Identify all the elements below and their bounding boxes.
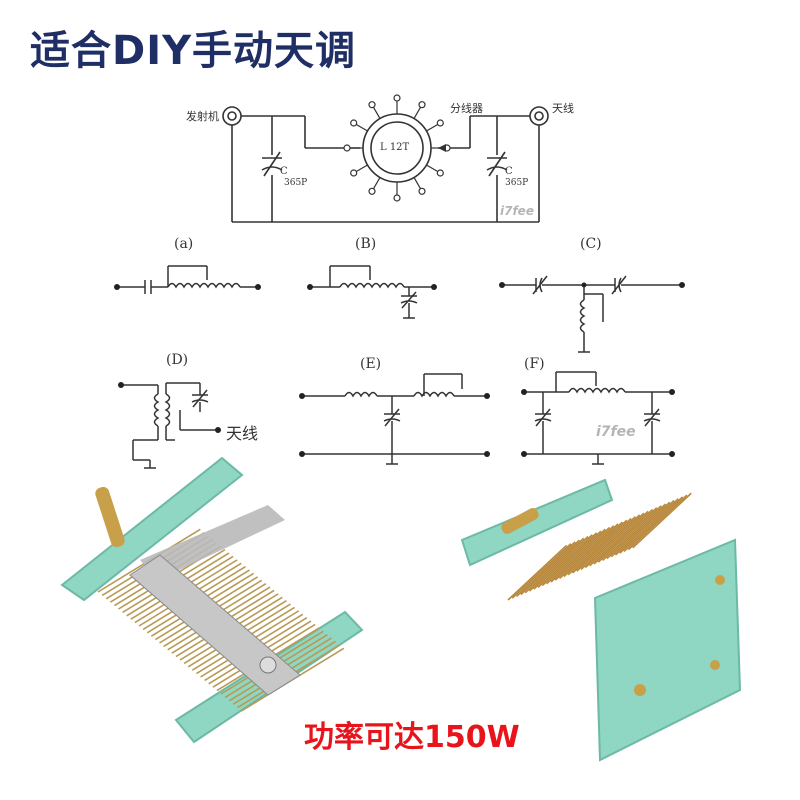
capacitor-plate — [507, 544, 568, 601]
splitter-label: 分线器 — [450, 102, 483, 115]
capacitor-plate — [537, 532, 598, 588]
cap-left-value: 365P — [284, 178, 308, 188]
variant-e-label: (E) — [360, 356, 382, 372]
capacitor-plate — [627, 494, 688, 551]
variant-f-label: (F) — [524, 356, 545, 372]
cap-left-label: C — [280, 166, 288, 177]
capacitor-plate — [576, 516, 636, 572]
capacitor-plate — [541, 530, 602, 587]
capacitor-plate — [533, 534, 593, 590]
transmitter-label: 发射机 — [186, 110, 219, 123]
variant-d-antenna-label: 天线 — [226, 424, 259, 443]
rotary-tap-contact — [418, 187, 426, 195]
coil-label: L 12T — [380, 142, 410, 153]
capacitor-plate — [584, 512, 645, 569]
rotary-tap-contact — [368, 101, 376, 109]
capacitor-plate — [563, 521, 623, 578]
capacitor-plate — [610, 501, 671, 558]
capacitor-right — [460, 478, 742, 762]
capacitor-plate — [589, 510, 649, 567]
rotary-tap-contact — [436, 119, 444, 127]
capacitor-plate — [593, 508, 654, 565]
capacitor-plate — [546, 528, 606, 585]
rotary-tap-contact — [393, 94, 401, 102]
capacitor-plate — [632, 492, 692, 549]
capacitor-plate — [528, 535, 589, 592]
capacitor-plate — [623, 496, 684, 552]
capacitor-plate — [524, 537, 585, 594]
watermark-bottom: i7fee — [596, 424, 636, 440]
power-rating: 功率可达150W — [304, 720, 520, 755]
rotary-tap-contact — [436, 169, 444, 177]
cap-right-value: 365P — [505, 178, 529, 188]
capacitor-plate — [571, 517, 632, 574]
watermark-top: i7fee — [500, 204, 534, 218]
antenna-label: 天线 — [552, 102, 574, 115]
rotary-tap-contact — [368, 187, 376, 195]
capacitor-plate — [516, 541, 576, 597]
capacitor-plate — [606, 503, 666, 560]
capacitor-plate — [520, 539, 580, 596]
headline: 适合DIY手动天调 — [30, 28, 357, 74]
capacitor-plate — [567, 519, 628, 576]
rotary-tap-contact — [350, 119, 358, 127]
capacitor-plate — [614, 499, 675, 556]
capacitor-plate — [550, 526, 611, 583]
capacitor-plate — [580, 514, 641, 570]
rotary-tap-contact — [393, 194, 401, 202]
cap-right-label: C — [505, 166, 513, 177]
capacitor-plate — [511, 543, 572, 599]
capacitor-plate — [602, 505, 662, 561]
variant-b-label: (B) — [355, 236, 377, 252]
rotary-tap-contact — [418, 101, 426, 109]
capacitor-plate — [597, 507, 658, 563]
variant-d-label: (D) — [166, 352, 189, 368]
variant-a-label: (a) — [174, 236, 194, 252]
capacitor-left — [60, 456, 364, 744]
rotary-tap-contact — [343, 144, 351, 152]
capacitor-plate — [619, 498, 679, 554]
capacitor-plate — [559, 523, 619, 579]
capacitor-plate — [554, 525, 615, 581]
variant-c-label: (C) — [580, 236, 602, 252]
rotary-tap-contact — [350, 169, 358, 177]
